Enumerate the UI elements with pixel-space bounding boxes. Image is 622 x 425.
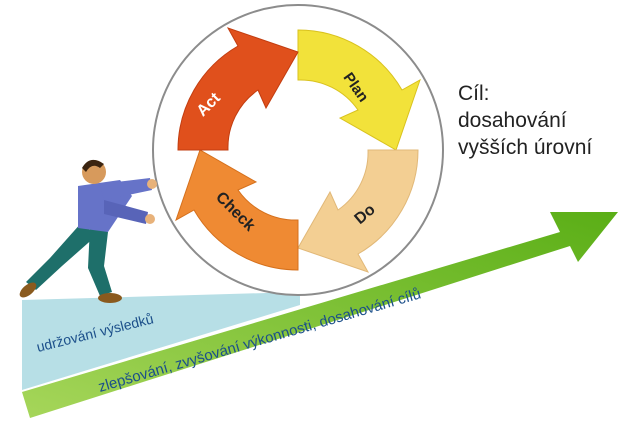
improvement-arrow	[22, 212, 618, 418]
goal-line-2: dosahování	[458, 109, 567, 132]
goal-text: Cíl: dosahování vyšších úrovní	[458, 80, 618, 161]
do-arrow	[297, 149, 419, 273]
plan-arrow	[297, 29, 421, 151]
goal-line-3: vyšších úrovní	[458, 136, 593, 159]
maintain-ramp	[22, 292, 300, 390]
act-arrow	[177, 27, 299, 151]
check-arrow	[175, 149, 299, 271]
pushing-man-figure	[19, 159, 157, 303]
goal-line-1: Cíl:	[458, 82, 490, 105]
cycle-arrows	[175, 27, 421, 273]
